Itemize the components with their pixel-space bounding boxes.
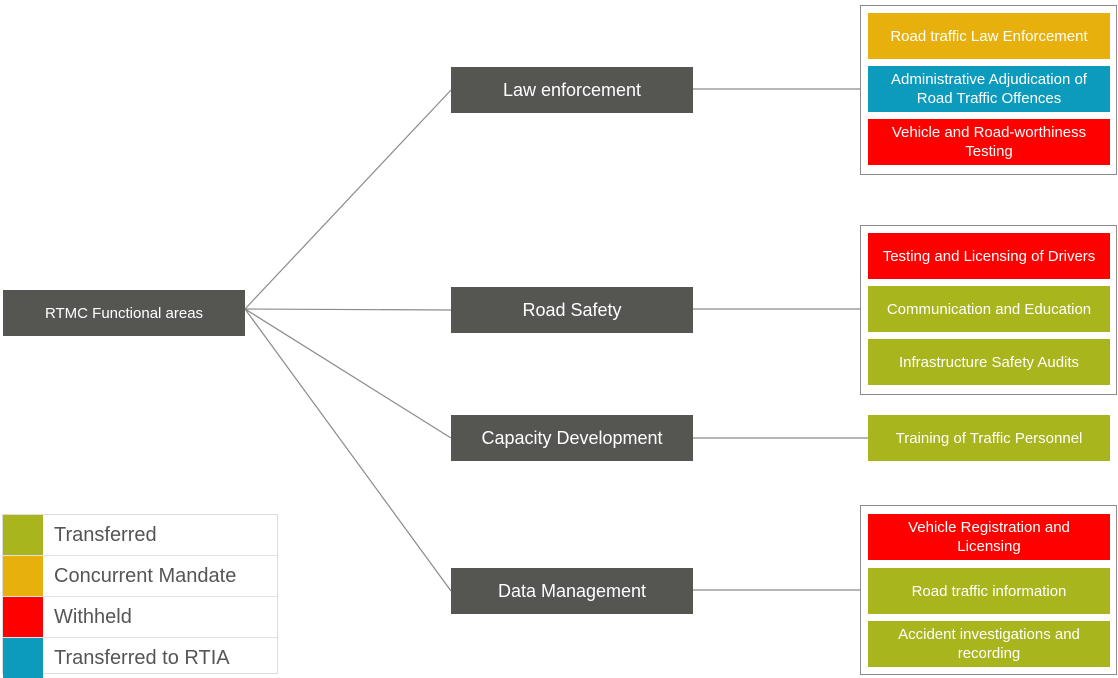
item-infrastructure-safety-audits: Infrastructure Safety Audits [868,339,1110,385]
legend-label: Concurrent Mandate [54,564,237,587]
root-node-label: RTMC Functional areas [44,304,204,322]
item-label: Road traffic information [911,582,1067,600]
area-node-data-management: Data Management [451,568,693,614]
item-accident-investigations-recording: Accident investigations and recording [868,621,1110,667]
area-node-law-enforcement: Law enforcement [451,67,693,113]
root-node: RTMC Functional areas [3,290,245,336]
item-label: Infrastructure Safety Audits [898,353,1080,371]
connector-root-law [244,89,452,310]
legend-swatch [3,515,43,555]
legend-label: Transferred to RTIA [54,646,230,669]
item-label: Vehicle and Road-worthiness Testing [891,124,1087,160]
item-vehicle-roadworthiness-testing: Vehicle and Road-worthiness Testing [868,119,1110,165]
connector-root-data [244,308,452,592]
item-vehicle-registration-licensing: Vehicle Registration and Licensing [868,514,1110,560]
item-road-traffic-information: Road traffic information [868,568,1110,614]
area-node-capacity-development: Capacity Development [451,415,693,461]
area-node-label: Capacity Development [481,427,663,448]
item-label: Vehicle Registration and Licensing [908,519,1070,555]
legend-label: Transferred [54,523,157,546]
item-testing-licensing-drivers: Testing and Licensing of Drivers [868,233,1110,279]
legend-swatch [3,638,43,678]
connector-root-safety [244,308,452,311]
item-label: Road traffic Law Enforcement [890,27,1088,45]
area-node-label: Road Safety [522,299,622,320]
legend: Transferred Concurrent Mandate Withheld … [2,514,278,678]
area-node-road-safety: Road Safety [451,287,693,333]
item-label: Accident investigations and recording [898,626,1080,662]
legend-swatch [3,597,43,637]
item-label: Communication and Education [886,300,1092,318]
legend-swatch [3,556,43,596]
legend-item-transferred-to-rtia: Transferred to RTIA [3,638,277,678]
item-label: Administrative Adjudication of Road Traf… [891,71,1087,107]
item-road-traffic-law-enforcement: Road traffic Law Enforcement [868,13,1110,59]
area-node-label: Law enforcement [502,79,642,100]
legend-label: Withheld [54,605,132,628]
item-communication-education: Communication and Education [868,286,1110,332]
item-label: Training of Traffic Personnel [895,429,1083,447]
item-administrative-adjudication: Administrative Adjudication of Road Traf… [868,66,1110,112]
legend-item-transferred: Transferred [3,515,277,556]
legend-item-withheld: Withheld [3,597,277,638]
area-node-label: Data Management [497,580,647,601]
legend-item-concurrent-mandate: Concurrent Mandate [3,556,277,597]
connector-root-capacity [244,308,452,439]
item-label: Testing and Licensing of Drivers [882,247,1096,265]
item-training-traffic-personnel: Training of Traffic Personnel [868,415,1110,461]
